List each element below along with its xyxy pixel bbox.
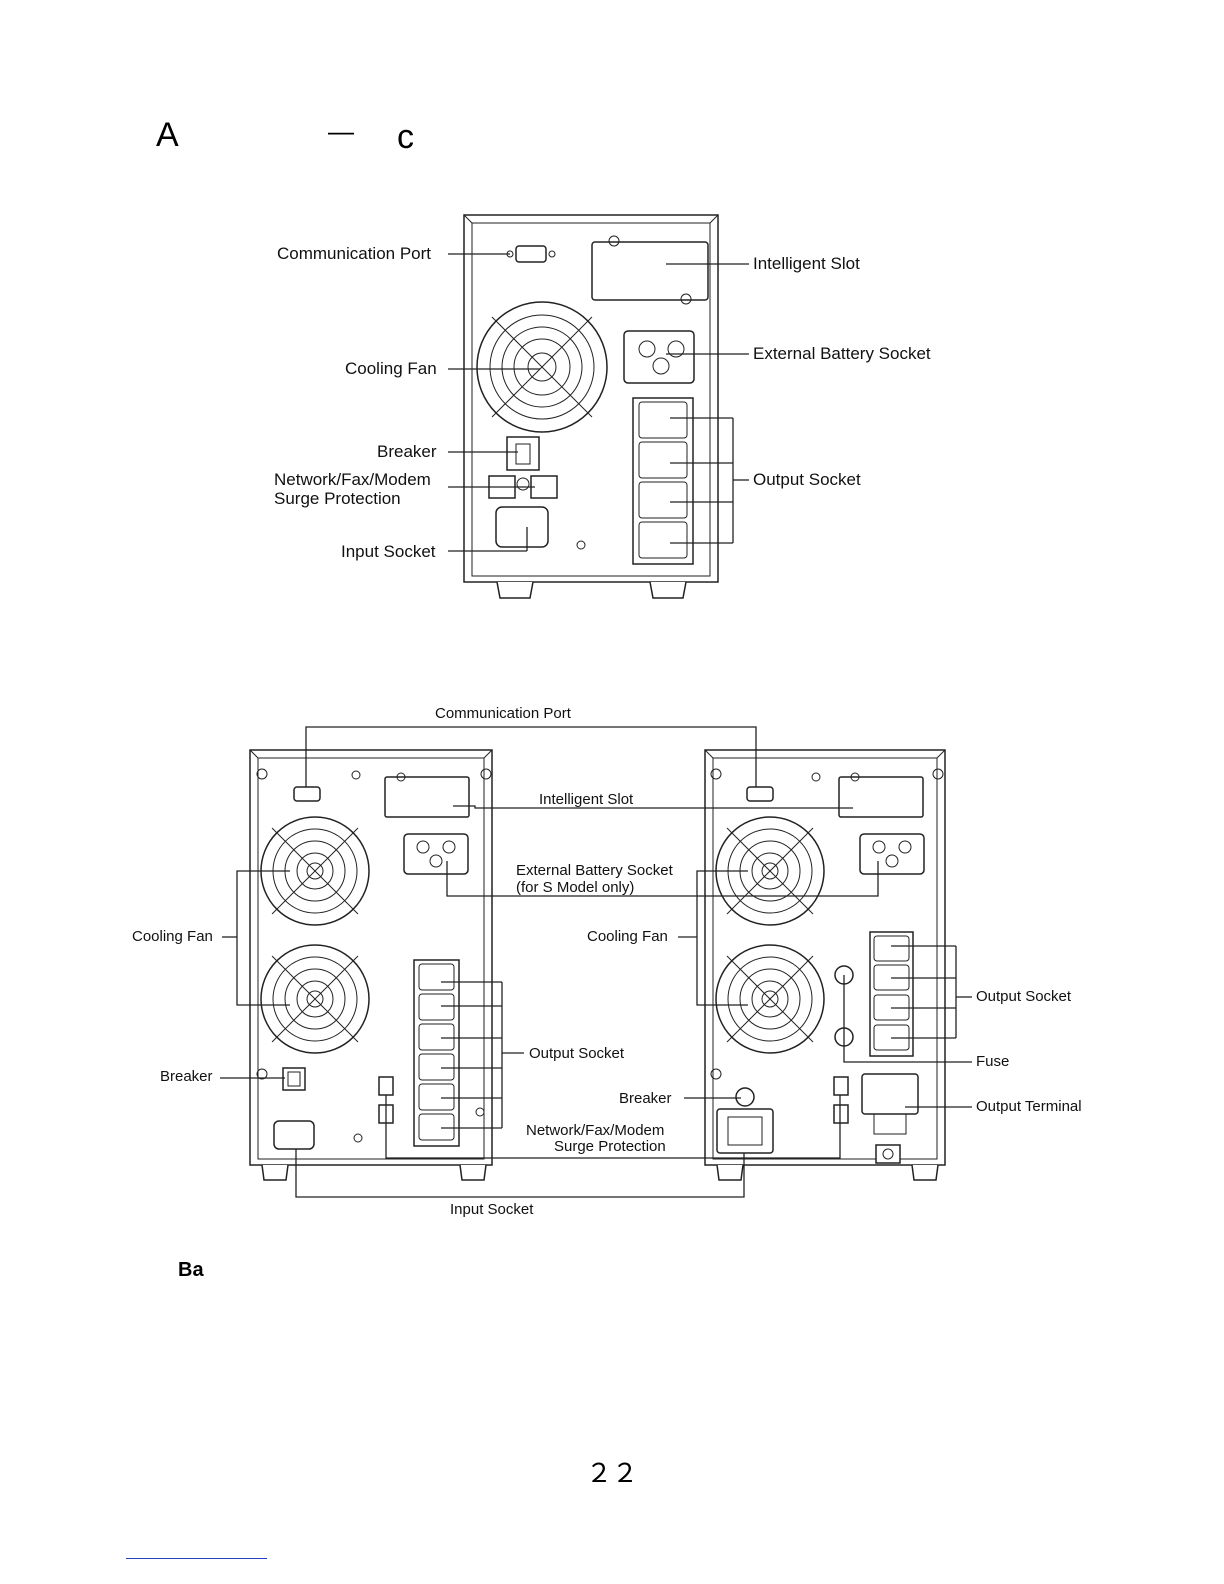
d2-output-terminal-label: Output Terminal bbox=[976, 1098, 1082, 1115]
d2-output-socket-left-label: Output Socket bbox=[529, 1045, 625, 1062]
d1-breaker-label: Breaker bbox=[377, 442, 437, 461]
d2-external-battery-label-line1: External Battery Socket bbox=[516, 862, 673, 879]
d1-input-socket-label: Input Socket bbox=[341, 542, 436, 561]
d2-intelligent-slot-label: Intelligent Slot bbox=[539, 791, 634, 808]
d1-external-battery-socket-label: External Battery Socket bbox=[753, 344, 931, 363]
d2-network-label-line1: Network/Fax/Modem bbox=[526, 1122, 665, 1139]
d2-cooling-fan-left-label: Cooling Fan bbox=[132, 928, 213, 945]
header-letter-c: c bbox=[397, 118, 414, 156]
d1-output-socket-label: Output Socket bbox=[753, 470, 861, 489]
footnote-separator bbox=[126, 1558, 267, 1559]
d2-input-socket-label: Input Socket bbox=[450, 1201, 534, 1218]
d1-cooling-fan-label: Cooling Fan bbox=[345, 359, 437, 378]
section-b-heading: Ba bbox=[178, 1259, 204, 1281]
d2-cooling-fan-mid-label: Cooling Fan bbox=[587, 928, 668, 945]
page-number: ２２ bbox=[586, 1459, 639, 1489]
d2-breaker-left-label: Breaker bbox=[160, 1068, 213, 1085]
d1-communication-port-label: Communication Port bbox=[277, 244, 432, 263]
d1-intelligent-slot-label: Intelligent Slot bbox=[753, 254, 860, 273]
d1-network-label-line2: Surge Protection bbox=[274, 489, 401, 508]
header-dash: — bbox=[328, 116, 354, 146]
d2-fuse-label: Fuse bbox=[976, 1053, 1010, 1070]
d2-output-socket-right-label: Output Socket bbox=[976, 988, 1072, 1005]
d2-network-label-line2: Surge Protection bbox=[554, 1138, 666, 1155]
d2-communication-port-label: Communication Port bbox=[435, 705, 571, 722]
d1-network-label-line1: Network/Fax/Modem bbox=[274, 470, 431, 489]
header-letter-a: A bbox=[156, 116, 179, 154]
d2-external-battery-label-line2: (for S Model only) bbox=[516, 879, 635, 896]
d2-breaker-mid-label: Breaker bbox=[619, 1090, 672, 1107]
